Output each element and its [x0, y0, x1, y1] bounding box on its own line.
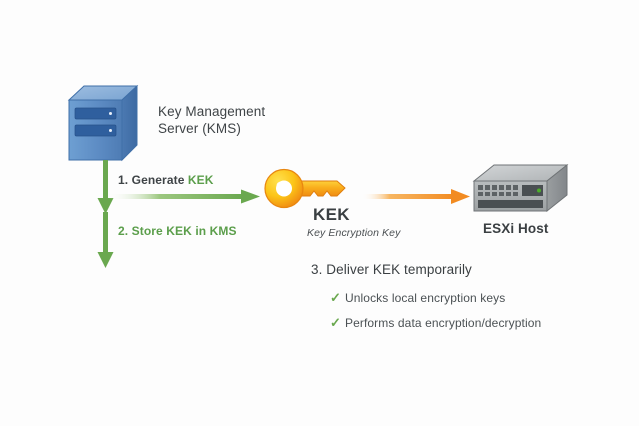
- esxi-server-rack-icon: [472, 163, 569, 213]
- key-icon: [264, 168, 346, 209]
- step-1-prefix: 1. Generate: [118, 173, 188, 187]
- kek-subtitle: Key Encryption Key: [307, 227, 401, 239]
- step-2-label: 2. Store KEK in KMS: [118, 224, 237, 238]
- arrow-kms-down-2: [97, 212, 114, 268]
- list-item: ✓ Unlocks local encryption keys: [330, 290, 505, 306]
- arrow-kms-down-1: [97, 160, 114, 214]
- kek-title: KEK: [313, 205, 350, 224]
- step-1-highlight: KEK: [187, 173, 214, 187]
- list-item: ✓ Performs data encryption/decryption: [330, 315, 541, 331]
- step-3-label: 3. Deliver KEK temporarily: [311, 262, 472, 277]
- kms-server-tower-icon: [67, 84, 139, 162]
- arrow-deliver-kek: [362, 189, 470, 204]
- kms-label: Key Management Server (KMS): [158, 104, 266, 136]
- check-icon: ✓: [330, 290, 341, 305]
- esxi-host-label: ESXi Host: [483, 221, 549, 236]
- list-item-label: Performs data encryption/decryption: [345, 316, 542, 330]
- arrow-generate-kek: [108, 189, 260, 204]
- check-icon: ✓: [330, 315, 341, 330]
- list-item-label: Unlocks local encryption keys: [345, 291, 506, 305]
- step-1-label: 1. Generate KEK: [118, 173, 214, 187]
